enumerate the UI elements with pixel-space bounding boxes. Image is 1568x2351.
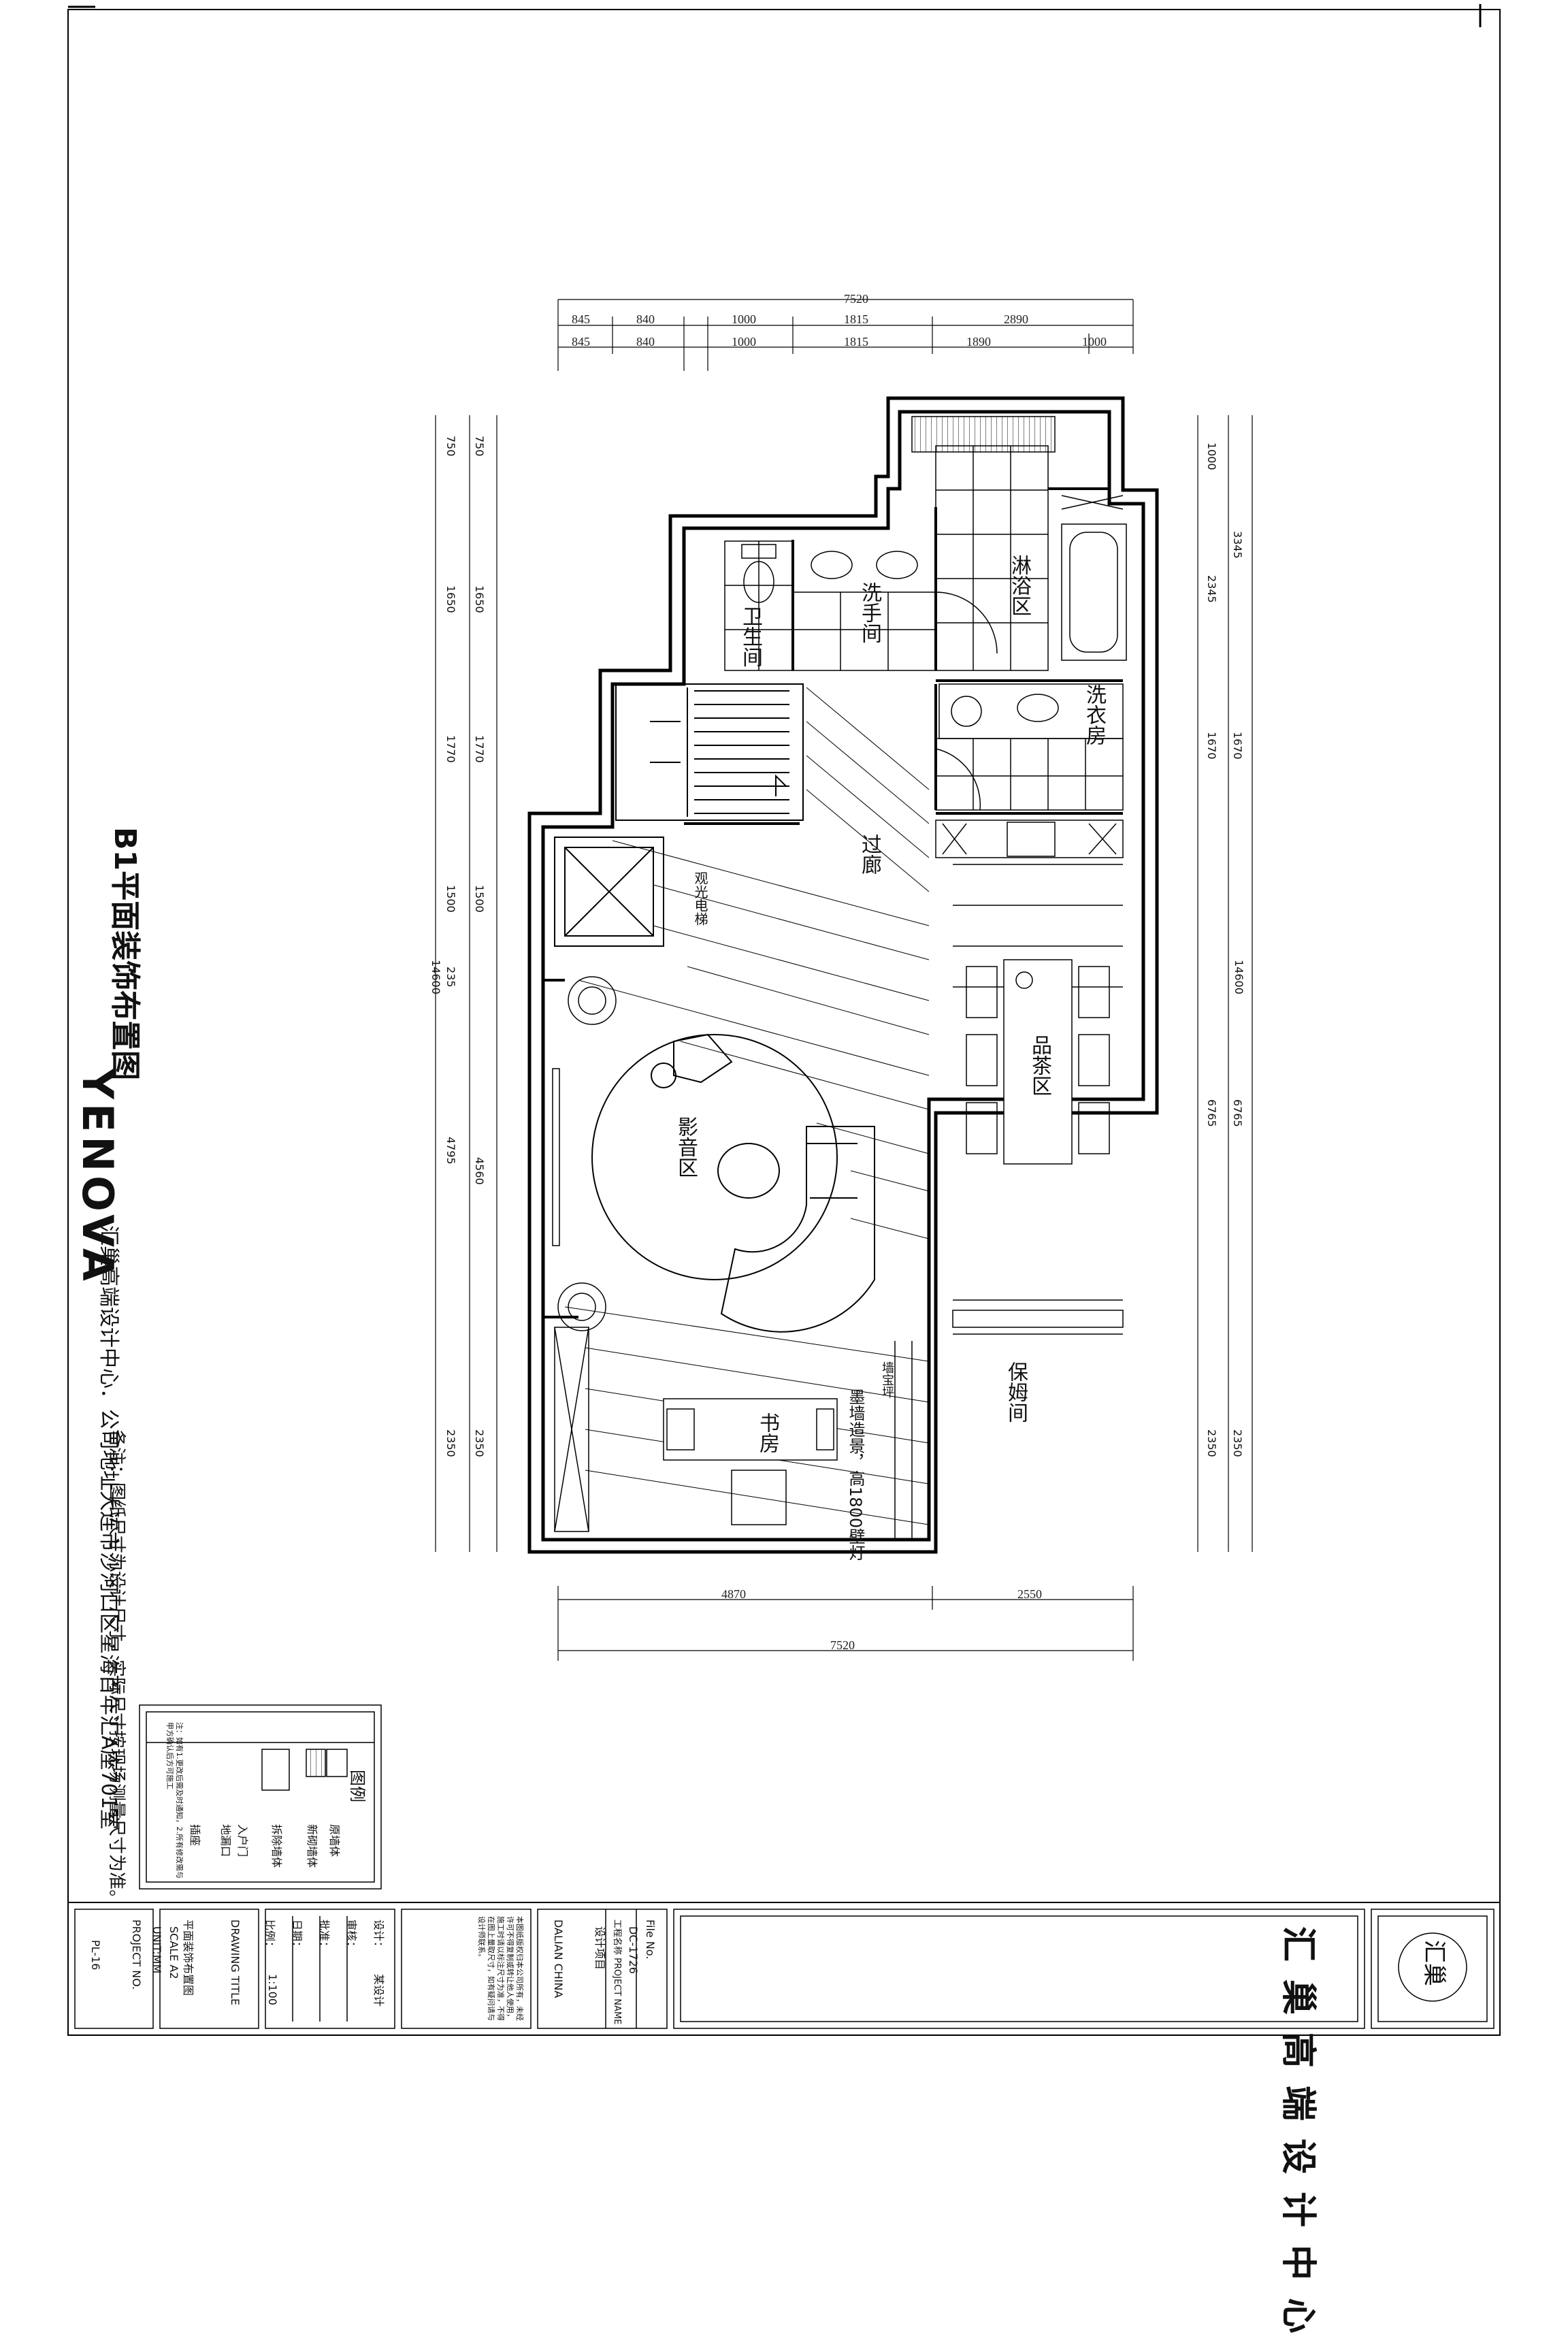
study-furniture	[554, 1327, 913, 1540]
dim-right-c1-2: 2345	[1205, 575, 1218, 603]
dimension-labels: 7520 845 840 1000 1815 2890 845 840 1000…	[572, 292, 1107, 1652]
legend-item-1: 原墙体	[328, 1824, 341, 1858]
laundry-fixtures	[935, 683, 1124, 811]
dim-left-c1-1: 750	[444, 436, 457, 457]
dim-bottom-total: 7520	[830, 1638, 855, 1652]
tb-sheet: PL-16	[89, 1940, 102, 1971]
title-block-grid	[74, 1909, 1494, 2029]
dim-left-c2-4: 1500	[473, 885, 486, 913]
dim-top-r1-2: 840	[636, 312, 655, 326]
dim-top-r1-4: 1815	[844, 312, 868, 326]
room-label-tea: 品茶区	[1028, 1035, 1051, 1096]
dim-bottom-1: 4870	[721, 1587, 746, 1601]
dim-left-c1-6: 4795	[444, 1137, 457, 1165]
tv-wall-panel	[552, 1068, 560, 1246]
tb-unit: UNIT:MM	[150, 1926, 163, 1974]
dim-right-c1-1: 1000	[1205, 442, 1218, 470]
dim-top-r2-6: 1000	[1082, 335, 1107, 348]
tb-city: DALIAN CHINA	[552, 1919, 565, 1998]
tb-check-label: 审核：	[345, 1919, 358, 1953]
dim-top-total: 7520	[844, 292, 868, 306]
dim-right-c1-3: 1670	[1205, 732, 1218, 760]
dim-right-c1-5: 2350	[1205, 1429, 1218, 1457]
tb-file-no-label: File No.	[644, 1919, 657, 1960]
floor-plan-drawing	[67, 4, 1501, 2036]
dim-top-r2-5: 1890	[966, 335, 991, 348]
potted-plants	[557, 976, 617, 1331]
tb-project-label: 工程名称 PROJECT NAME	[612, 1919, 622, 2025]
room-label-theater: 影音区	[674, 1116, 698, 1178]
room-label-nanny: 保姆间	[1004, 1361, 1028, 1423]
dim-top-r2-1: 845	[572, 335, 590, 348]
corridor-floor-hatch	[564, 687, 930, 1525]
dim-right-c2-1: 3345	[1231, 531, 1244, 559]
dim-top-r2-2: 840	[636, 335, 655, 348]
legend-item-3: 拆除墙体	[270, 1824, 283, 1868]
theater-furniture	[591, 1033, 875, 1333]
tb-design-label: 设计：	[372, 1919, 385, 1953]
staircase	[615, 683, 804, 821]
legend-item-4: 入户门	[236, 1824, 249, 1858]
dim-top-r2-4: 1815	[844, 335, 868, 348]
dim-top-r1-3: 1000	[732, 312, 756, 326]
dim-right-c2-2: 1670	[1231, 732, 1244, 760]
dim-right-c2-3: 6765	[1231, 1099, 1244, 1127]
tb-design: 某设计	[372, 1974, 385, 2007]
dim-left-c1-2: 1650	[444, 585, 457, 613]
tb-logo-text: 汇巢	[1420, 1940, 1448, 1986]
tb-drawing-title-label: DRAWING TITLE	[229, 1919, 242, 2006]
tb-scale-code: SCALE A2	[167, 1926, 180, 1979]
legend-item-6: 插座	[189, 1824, 201, 1847]
elevator-shaft	[554, 837, 664, 947]
dim-right-c1-4: 6765	[1205, 1099, 1218, 1127]
tb-company: 汇巢高端设计中心	[1277, 1926, 1318, 2351]
dim-left-c2-3: 1770	[473, 735, 486, 763]
bath-tile-grid	[911, 416, 1127, 671]
room-label-bath: 淋浴区	[1007, 555, 1031, 616]
tb-scale-label: 比例：	[263, 1919, 276, 1953]
tb-date-label: 日期：	[291, 1919, 304, 1953]
room-label-corridor: 过廊	[858, 834, 881, 875]
sheet-inner-frame	[67, 1902, 1501, 2036]
tb-approve-label: 批准：	[318, 1919, 331, 1953]
dim-left-c2-2: 1650	[473, 585, 486, 613]
room-label-elevator: 观光电梯	[692, 871, 708, 926]
tb-file-no: DC-1726	[627, 1926, 640, 1974]
room-label-toilet: 卫生间	[738, 606, 762, 667]
dim-right-total: 14600	[1232, 960, 1245, 994]
dim-left-c2-6: 2350	[473, 1429, 486, 1457]
dim-right-c2-4: 2350	[1231, 1429, 1244, 1457]
legend-note: 注：如有1.更改后需及时通知，2.所有修改需与甲方确认后方可施工	[165, 1722, 184, 1879]
tb-scale: 1:100	[266, 1974, 279, 2006]
legend-item-2: 新砌墙体	[306, 1824, 318, 1868]
room-label-laundry: 洗衣房	[1082, 684, 1106, 745]
dim-top-r2-3: 1000	[732, 335, 756, 348]
dim-left-c2-1: 750	[473, 436, 486, 457]
dimension-lines	[435, 299, 1253, 1661]
room-label-display: 墨墙造景，高1800壁灯	[846, 1389, 865, 1561]
dim-left-total: 14600	[429, 960, 442, 994]
dim-left-c1-4: 1500	[444, 885, 457, 913]
toilet-wash-fixtures	[724, 540, 998, 671]
legend-title: 图例	[348, 1770, 367, 1802]
tb-notes: 本图纸版权归本公司所有，未经许可不得复制或转让他人使用，施工时请以标注尺寸为准，…	[477, 1916, 524, 2021]
dim-left-c1-5: 235	[444, 967, 457, 988]
dim-left-c1-3: 1770	[444, 735, 457, 763]
legend-box	[139, 1704, 382, 1890]
dim-top-r1-1: 845	[572, 312, 590, 326]
tb-drawing-title: 平面装饰布置图	[182, 1919, 195, 1996]
legend-item-5: 地漏口	[219, 1824, 232, 1858]
tb-project-no-label: PROJECT NO.	[130, 1919, 143, 1990]
room-label-wall-cabinet: 墙宝坪	[880, 1361, 894, 1398]
room-label-study: 书房	[755, 1412, 779, 1453]
dim-bottom-2: 2550	[1017, 1587, 1042, 1601]
tb-project: 设计项目	[593, 1926, 606, 1971]
tea-area	[935, 820, 1124, 1335]
dim-top-r1-5: 2890	[1004, 312, 1028, 326]
room-label-wash: 洗手间	[858, 582, 881, 643]
dim-left-c1-7: 2350	[444, 1429, 457, 1457]
dim-left-c2-5: 4560	[473, 1157, 486, 1185]
exterior-walls	[527, 396, 1159, 1554]
